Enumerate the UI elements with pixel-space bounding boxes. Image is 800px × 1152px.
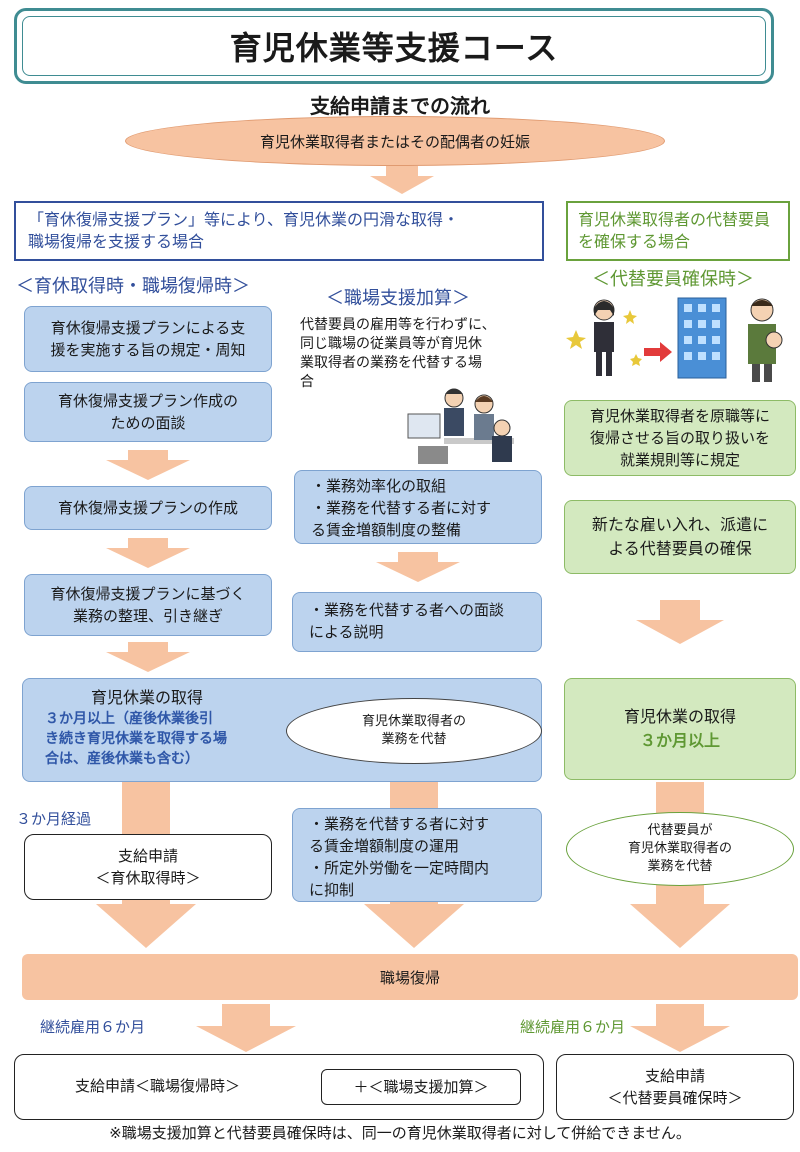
- col1-box-handover: 育休復帰支援プランに基づく業務の整理、引き継ぎ: [24, 574, 272, 636]
- col2-box2-line2: による説明: [309, 623, 384, 641]
- arrow-col3-1: [636, 600, 724, 644]
- leave-ellipse-line1: 育児休業取得者の: [361, 714, 466, 729]
- col2-box-explanation: ・業務を代替する者への面談 による説明: [292, 592, 542, 652]
- col2-box1-line3: る賃金増額制度の整備: [311, 521, 462, 539]
- col3-box1-line3: 就業規則等に規定: [619, 451, 740, 469]
- leave-substitute-ellipse: 育児休業取得者の業務を代替: [286, 698, 542, 764]
- apply-return-box: 支給申請＜職場復帰時＞ ＋＜職場支援加算＞: [14, 1054, 544, 1120]
- col1-box2-line1: 育休復帰支援プラン作成の: [57, 392, 238, 410]
- arrow-col2-1: [376, 552, 460, 582]
- col2-label: ＜職場支援加算＞: [326, 288, 470, 309]
- apply-substitute-box: 支給申請 ＜代替要員確保時＞: [556, 1054, 794, 1120]
- apply2-plus-text: ＋＜職場支援加算＞: [353, 1078, 489, 1096]
- col1-box1-line1: 育休復帰支援プランによる支: [50, 319, 246, 337]
- apply1-line1: 支給申請: [117, 847, 178, 865]
- continued-employment-left: 継続雇用６か月: [40, 1018, 146, 1036]
- col2-description: 代替要員の雇用等を行わずに、 同じ職場の従業員等が育児休 業取得者の業務を代替す…: [300, 316, 550, 392]
- right-heading-line1: 育児休業取得者の代替要員: [578, 210, 771, 229]
- col2-desc-line3: 業取得者の業務を代替する場: [300, 355, 482, 371]
- after-three-months-label: ３か月経過: [16, 810, 92, 828]
- col1-box-plan-rule: 育休復帰支援プランによる支援を実施する旨の規定・周知: [24, 306, 272, 372]
- col2-box2-line1: ・業務を代替する者への面談: [309, 601, 505, 619]
- col3-substitute-line2: 育児休業取得者の: [627, 841, 732, 856]
- col1-box1-line2: 援を実施する旨の規定・周知: [50, 341, 246, 359]
- apply-leave-box: 支給申請 ＜育休取得時＞: [24, 834, 272, 900]
- arrow-return-left: [196, 1004, 296, 1052]
- return-to-work-bar: 職場復帰: [22, 954, 798, 1000]
- footnote: ※職場支援加算と代替要員確保時は、同一の育児休業取得者に対して併給できません。: [109, 1124, 691, 1142]
- col3-leave-period: ３か月以上: [639, 731, 720, 750]
- col1-box-plan-create: 育休復帰支援プランの作成: [24, 486, 272, 530]
- apply3-line2: ＜代替要員確保時＞: [607, 1089, 743, 1107]
- start-ellipse: 育児休業取得者またはその配偶者の妊娠: [125, 116, 665, 166]
- col2-box3-line2: る賃金増額制度の運用: [309, 837, 460, 855]
- col1-box2-line2: ための面談: [110, 414, 186, 432]
- col2-desc-line2: 同じ職場の従業員等が育児休: [300, 336, 482, 352]
- arrow-return-right: [630, 1004, 730, 1052]
- col3-box-hire: 新たな雇い入れ、派遣による代替要員の確保: [564, 500, 796, 574]
- col3-box1-line1: 育児休業取得者を原職等に: [589, 407, 770, 425]
- apply1-line2: ＜育休取得時＞: [95, 869, 201, 887]
- col2-desc-line1: 代替要員の雇用等を行わずに、: [300, 317, 496, 333]
- start-text: 育児休業取得者またはその配偶者の妊娠: [259, 132, 530, 151]
- col3-substitute-line1: 代替要員が: [647, 823, 713, 838]
- leave-line3: 合は、産後休業も含む）: [45, 751, 199, 767]
- col2-box3-line4: に抑制: [309, 881, 355, 899]
- apply2-text: 支給申請＜職場復帰時＞: [75, 1077, 241, 1095]
- continued-employment-right: 継続雇用６か月: [520, 1018, 626, 1036]
- page-title: 育児休業等支援コース: [22, 16, 766, 76]
- return-text: 職場復帰: [379, 968, 440, 987]
- apply3-line1: 支給申請: [644, 1067, 705, 1085]
- col1-box4-line1: 育休復帰支援プランに基づく: [50, 585, 246, 603]
- col3-substitute-ellipse: 代替要員が育児休業取得者の業務を代替: [566, 812, 794, 886]
- col2-box3-line1: ・業務を代替する者に対す: [309, 815, 490, 833]
- arrow-col1-2: [106, 538, 190, 568]
- left-heading-line1: 「育休復帰支援プラン」等により、育児休業の円滑な取得・: [28, 210, 460, 229]
- col3-box2-line1: 新たな雇い入れ、派遣に: [591, 515, 769, 534]
- arrow-col1-3: [106, 642, 190, 672]
- col1-box-interview: 育休復帰支援プラン作成のための面談: [24, 382, 272, 442]
- left-heading-line2: 職場復帰を支援する場合: [28, 232, 205, 251]
- col3-label: ＜代替要員確保時＞: [592, 269, 754, 290]
- col2-box3-line3: ・所定外労働を一定時間内: [309, 859, 490, 877]
- col2-box-operation: ・業務を代替する者に対す る賃金増額制度の運用 ・所定外労働を一定時間内 に抑制: [292, 808, 542, 902]
- col1-label: ＜育休取得時・職場復帰時＞: [16, 276, 250, 297]
- leave-line1: ３か月以上（産後休業後引: [45, 711, 213, 727]
- right-heading: 育児休業取得者の代替要員 を確保する場合: [566, 201, 790, 261]
- leave-box: 育児休業の取得 ３か月以上（産後休業後引 き続き育児休業を取得する場 合は、産後…: [22, 678, 542, 782]
- arrow-col1-1: [106, 450, 190, 480]
- col3-box2-line2: よる代替要員の確保: [608, 539, 752, 558]
- col2-box1-line2: ・業務を代替する者に対す: [311, 499, 492, 517]
- col3-box-leave: 育児休業の取得 ３か月以上: [564, 678, 796, 780]
- col2-desc-line4: 合: [300, 374, 314, 390]
- title-frame: [14, 8, 774, 84]
- col1-box3-text: 育休復帰支援プランの作成: [57, 499, 238, 517]
- arrow-start: [370, 166, 434, 194]
- col3-box-rule: 育児休業取得者を原職等に復帰させる旨の取り扱いを就業規則等に規定: [564, 400, 796, 476]
- leave-line2: き続き育児休業を取得する場: [45, 731, 227, 747]
- col2-box-efficiency: ・業務効率化の取組 ・業務を代替する者に対す る賃金増額制度の整備: [294, 470, 542, 544]
- leave-title: 育児休業の取得: [91, 688, 204, 707]
- col3-substitute-line3: 業務を代替: [647, 859, 713, 874]
- col3-leave-title: 育児休業の取得: [623, 707, 736, 726]
- leave-ellipse-line2: 業務を代替: [381, 732, 447, 747]
- col2-box1-line1: ・業務効率化の取組: [311, 477, 447, 495]
- col3-box1-line2: 復帰させる旨の取り扱いを: [589, 429, 770, 447]
- substitute-staff-illustration: [566, 297, 783, 382]
- right-heading-line2: を確保する場合: [578, 232, 691, 251]
- apply-support-addition-box: ＋＜職場支援加算＞: [321, 1069, 521, 1105]
- col1-box4-line2: 業務の整理、引き継ぎ: [72, 607, 223, 625]
- page-subtitle: 支給申請までの流れ: [310, 94, 490, 118]
- office-workers-illustration: [407, 388, 514, 464]
- left-heading: 「育休復帰支援プラン」等により、育児休業の円滑な取得・ 職場復帰を支援する場合: [14, 201, 544, 261]
